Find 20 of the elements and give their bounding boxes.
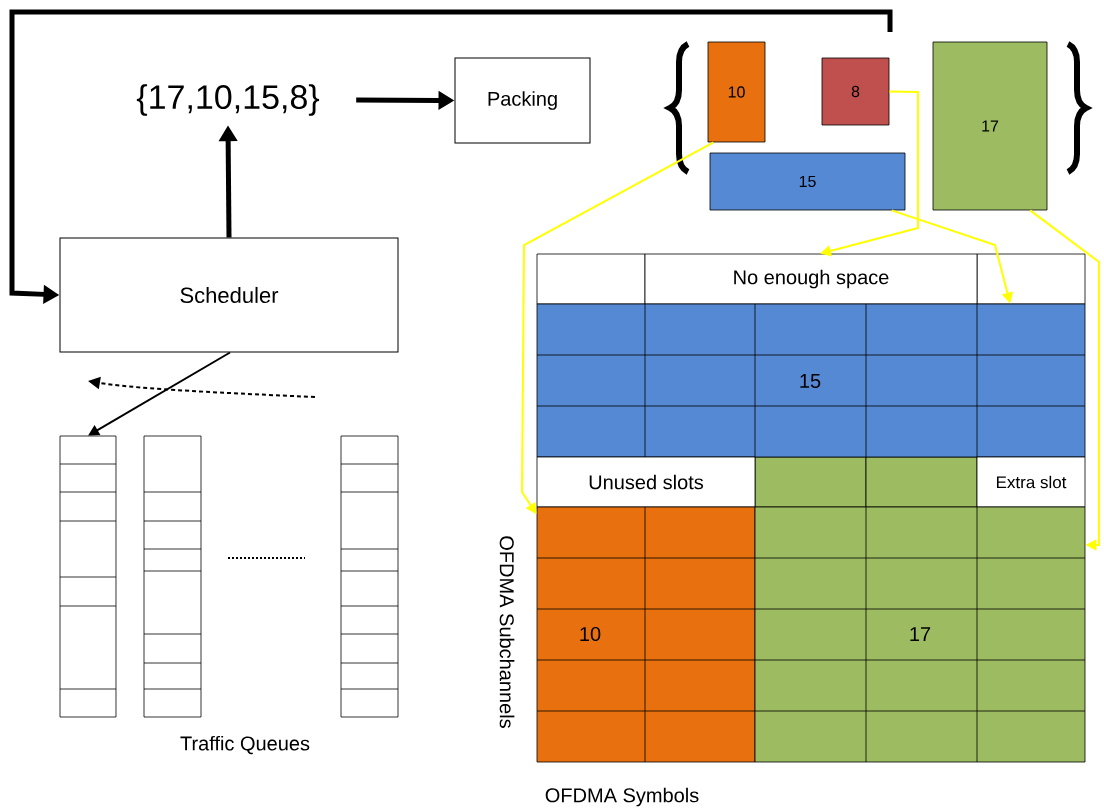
queue bbox=[340, 435, 399, 718]
axis-label: OFDMA Subchannels bbox=[499, 536, 515, 728]
packet-block: 15 bbox=[709, 152, 906, 211]
packet-block: 10 bbox=[707, 41, 766, 143]
packet-block: 8 bbox=[821, 57, 890, 126]
slot-cell: Unused slots bbox=[536, 456, 756, 508]
slot-region: 10 bbox=[536, 506, 756, 763]
axis-label: OFDMA Symbols bbox=[545, 787, 699, 807]
arrow bbox=[88, 351, 231, 436]
queue bbox=[143, 435, 202, 718]
set-text: {17,10,15,8} bbox=[136, 84, 320, 116]
arrow bbox=[1029, 209, 1100, 551]
slot-region: 17 bbox=[754, 506, 1086, 763]
queue bbox=[59, 435, 117, 718]
process-box: Packing bbox=[454, 57, 591, 144]
slot-cell: Extra slot bbox=[976, 456, 1086, 508]
packet-block: 17 bbox=[932, 41, 1048, 211]
axis-label: Traffic Queues bbox=[180, 735, 310, 755]
process-box: Scheduler bbox=[59, 237, 399, 353]
slot-region: 15 bbox=[536, 303, 1086, 458]
